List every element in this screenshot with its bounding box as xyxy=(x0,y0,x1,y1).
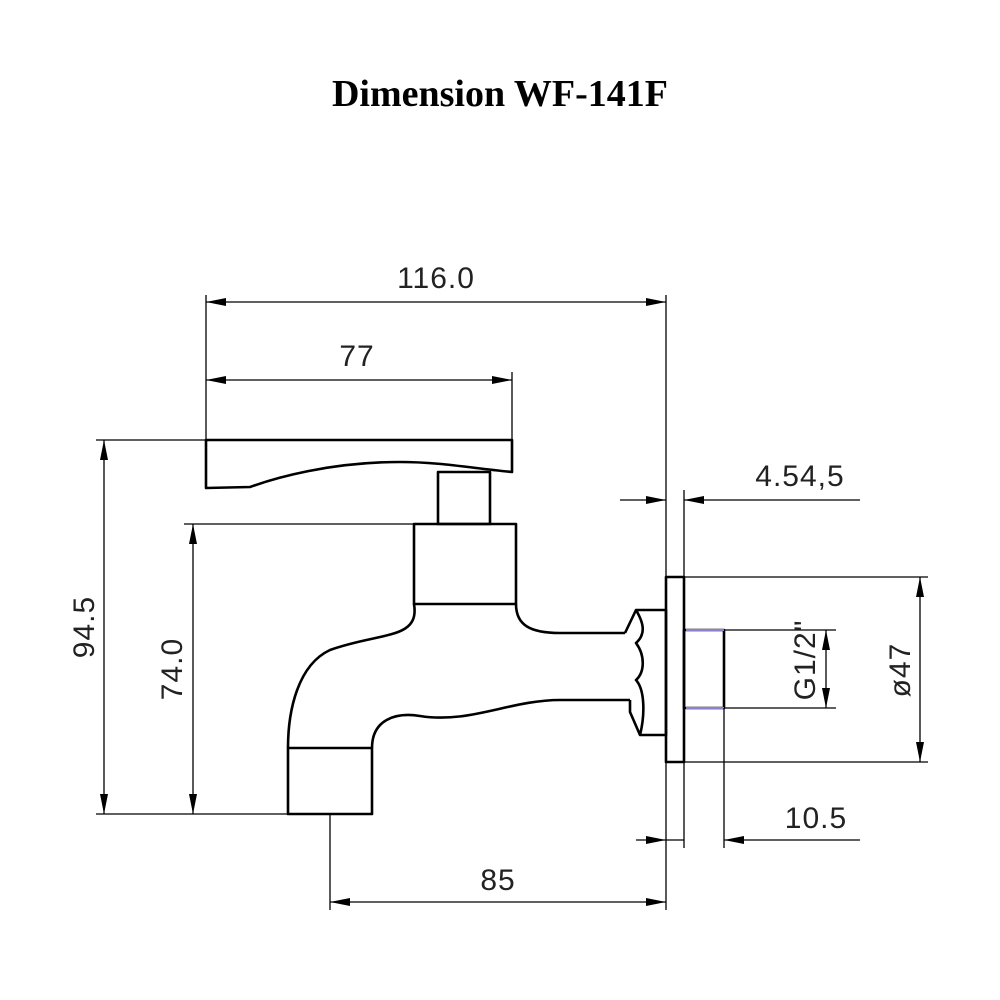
label-thread-size: G1/2" xyxy=(789,620,822,701)
bonnet-nut xyxy=(412,522,518,606)
label-flange-thickness: 4.54,5 xyxy=(755,460,844,493)
wall-flange xyxy=(664,575,686,764)
label-spout-height: 74.0 xyxy=(156,638,189,700)
label-spout-reach: 85 xyxy=(480,864,515,897)
hex-nut xyxy=(623,608,668,737)
spout-outlet xyxy=(286,746,374,816)
label-overall-width: 116.0 xyxy=(397,262,475,295)
label-handle-length: 77 xyxy=(339,340,374,373)
thread-connector xyxy=(682,628,726,710)
spout-body xyxy=(286,603,630,749)
label-flange-diameter: ø47 xyxy=(884,643,917,698)
dimension-lines xyxy=(96,295,928,910)
drawing-title: Dimension WF-141F xyxy=(331,73,669,115)
label-overall-height: 94.5 xyxy=(68,596,101,658)
handle-stem xyxy=(436,470,492,526)
faucet-outline xyxy=(204,438,726,816)
label-thread-length: 10.5 xyxy=(785,802,847,835)
handle-lever xyxy=(204,438,514,490)
